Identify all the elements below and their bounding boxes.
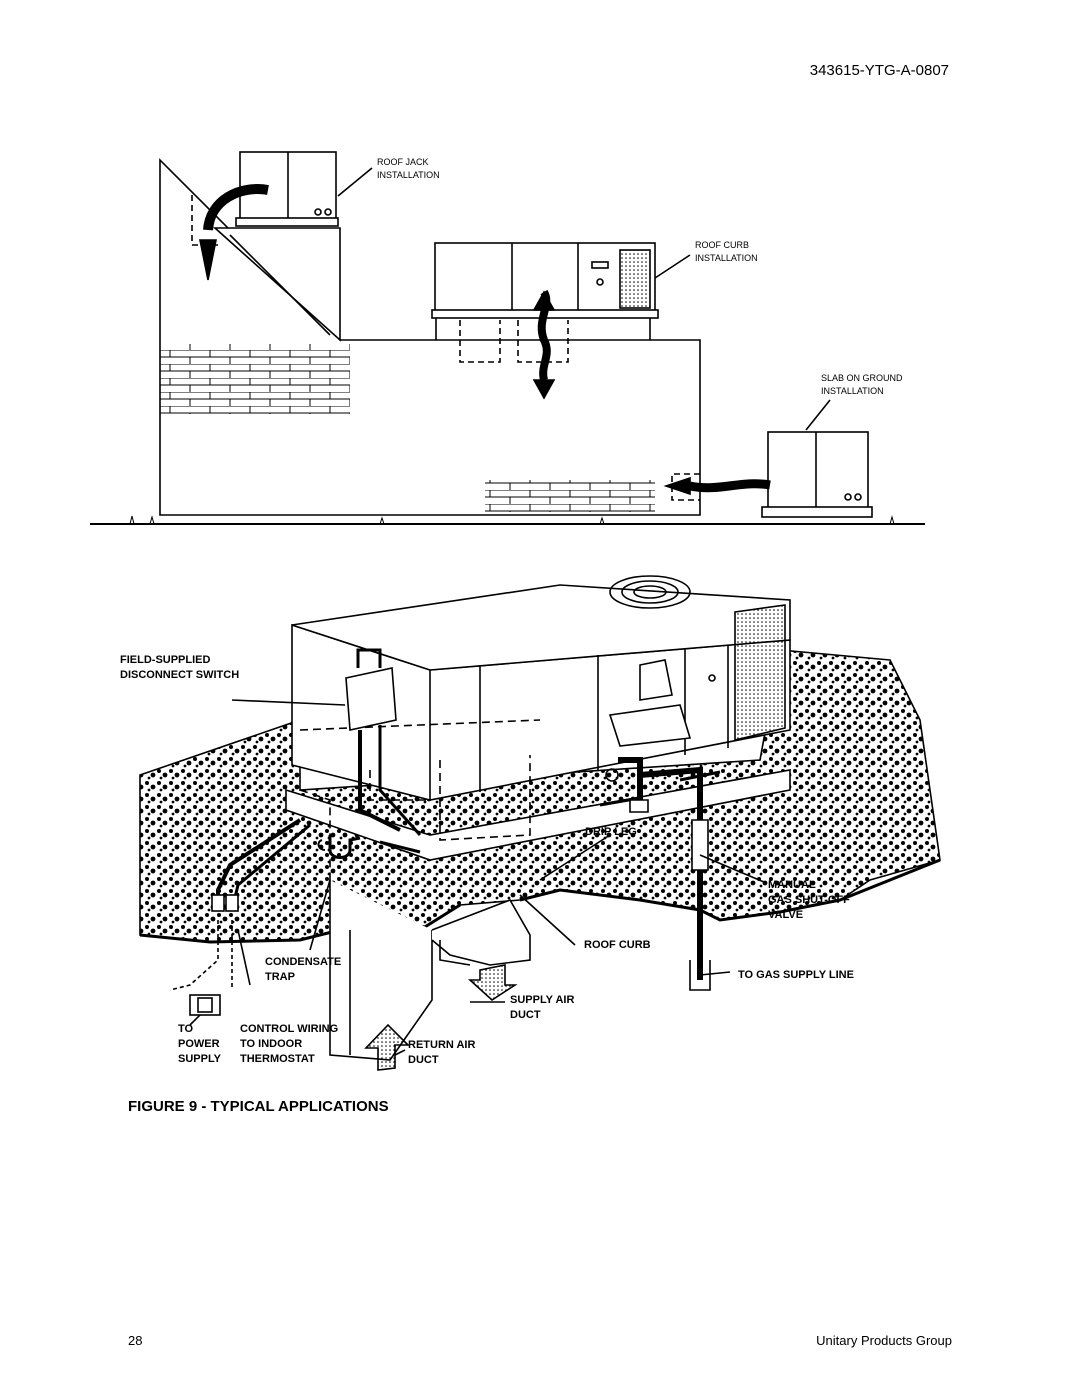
control-label-3: THERMOSTAT: [240, 1053, 315, 1065]
return-air-label-1: RETURN AIR: [408, 1039, 475, 1051]
condensate-label-2: TRAP: [265, 971, 295, 983]
figure-caption: FIGURE 9 - TYPICAL APPLICATIONS: [128, 1098, 389, 1115]
page-number: 28: [128, 1333, 143, 1348]
disconnect-label-1: FIELD-SUPPLIED: [120, 654, 211, 666]
unit-detail-diagram: [139, 575, 941, 1071]
document-number: 343615-YTG-A-0807: [809, 62, 949, 79]
control-label-2: TO INDOOR: [240, 1038, 302, 1050]
power-label-1: TO: [178, 1023, 194, 1035]
roof-curb-detail-label: ROOF CURB: [584, 939, 651, 951]
unit-detail-labels: FIELD-SUPPLIED DISCONNECT SWITCH DRIP LE…: [120, 654, 854, 1066]
drip-leg-label: DRIP LEG: [585, 826, 637, 838]
control-label-1: CONTROL WIRING: [240, 1023, 338, 1035]
return-air-label-2: DUCT: [408, 1054, 439, 1066]
typical-applications-figure: ROOF JACK INSTALLATION ROOF CURB INSTALL…: [90, 151, 941, 1071]
publisher-name: Unitary Products Group: [816, 1333, 952, 1348]
slab-label-2: INSTALLATION: [821, 386, 884, 396]
installation-types-diagram: [90, 151, 925, 525]
condensate-label-1: CONDENSATE: [265, 956, 341, 968]
supply-air-label-1: SUPPLY AIR: [510, 994, 574, 1006]
roof-curb-label-1: ROOF CURB: [695, 240, 749, 250]
gas-supply-label: TO GAS SUPPLY LINE: [738, 969, 854, 981]
power-label-3: SUPPLY: [178, 1053, 222, 1065]
roof-curb-label-2: INSTALLATION: [695, 253, 758, 263]
shutoff-label-1: MANUAL: [768, 879, 816, 891]
power-label-2: POWER: [178, 1038, 220, 1050]
roof-jack-label-2: INSTALLATION: [377, 170, 440, 180]
installation-labels: ROOF JACK INSTALLATION ROOF CURB INSTALL…: [377, 157, 903, 396]
supply-air-label-2: DUCT: [510, 1009, 541, 1021]
disconnect-label-2: DISCONNECT SWITCH: [120, 669, 239, 681]
shutoff-label-3: VALVE: [768, 909, 803, 921]
roof-jack-label-1: ROOF JACK: [377, 157, 429, 167]
shutoff-label-2: GAS SHUT-OFF: [768, 894, 850, 906]
slab-label-1: SLAB ON GROUND: [821, 373, 903, 383]
